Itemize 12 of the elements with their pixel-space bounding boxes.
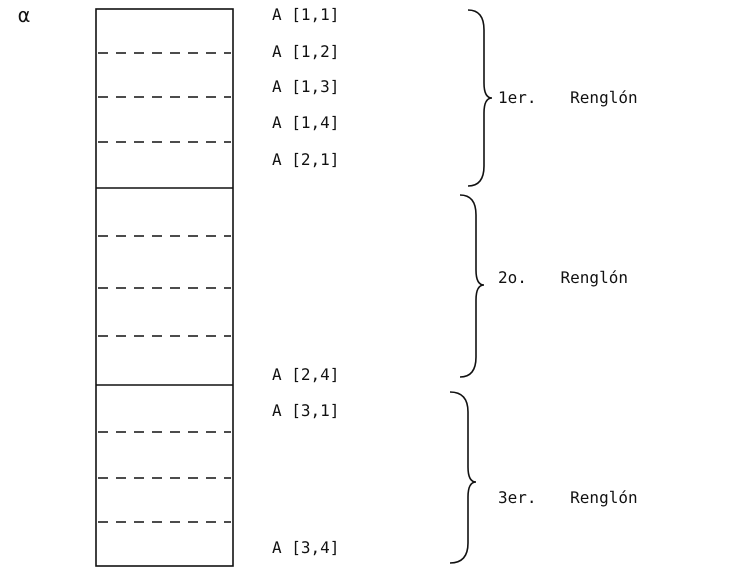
row-label: 1er. Renglón [498, 88, 638, 108]
element-label: A [2,4] [272, 365, 340, 385]
element-label: A [2,1] [272, 150, 340, 170]
element-label: A [3,1] [272, 401, 340, 421]
row-label: 2o. Renglón [498, 268, 628, 288]
element-label: A [1,3] [272, 77, 340, 97]
element-label: A [1,1] [272, 5, 340, 25]
element-label: A [1,4] [272, 113, 340, 133]
element-label: A [1,2] [272, 42, 340, 62]
symbol-label: α [18, 5, 30, 25]
element-label: A [3,4] [272, 538, 340, 558]
row-label: 3er. Renglón [498, 488, 638, 508]
